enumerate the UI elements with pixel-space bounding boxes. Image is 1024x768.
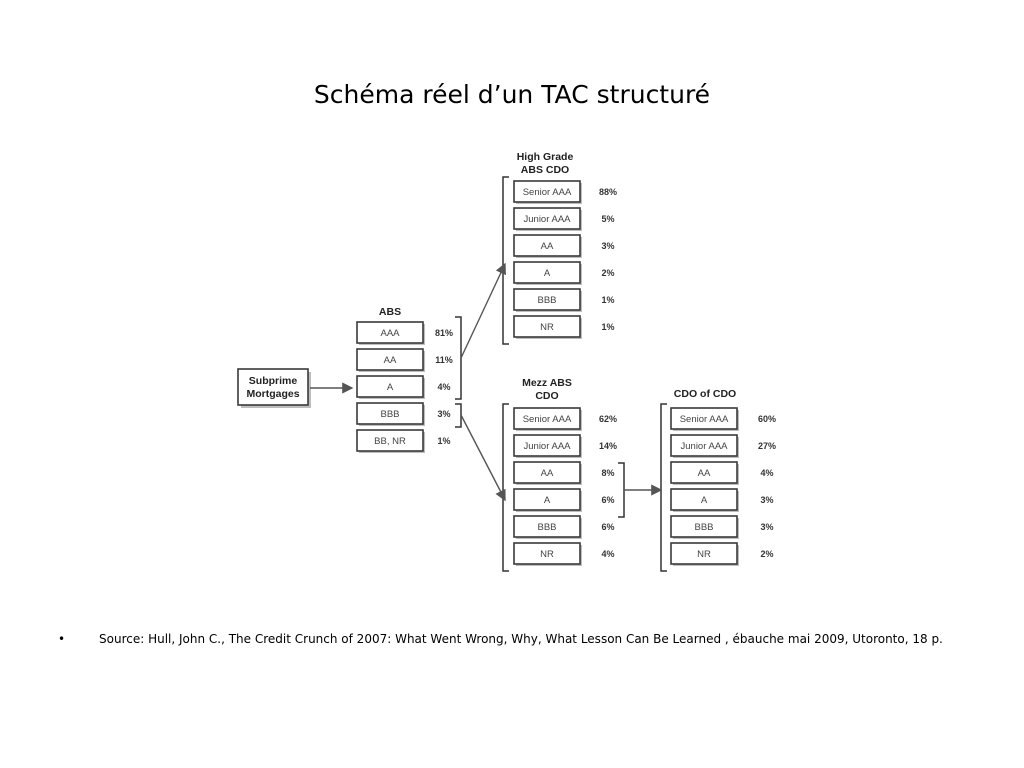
tranche-box xyxy=(356,402,424,425)
tranche-percent: 3% xyxy=(760,495,773,505)
tranche-box xyxy=(513,407,581,430)
tranche-box xyxy=(670,461,738,484)
tranche-label: NR xyxy=(697,549,711,560)
tranche-percent: 6% xyxy=(601,522,614,532)
tranche-percent: 2% xyxy=(601,268,614,278)
tranche-percent: 11% xyxy=(435,355,453,365)
tranche-box xyxy=(513,542,581,565)
tranche-percent: 3% xyxy=(601,241,614,251)
tranche-box xyxy=(513,434,581,457)
tranche-label: AA xyxy=(541,468,554,479)
tranche-percent: 81% xyxy=(435,328,453,338)
mezz-bracket xyxy=(502,403,509,572)
tranche-box xyxy=(356,375,424,398)
tranche-percent: 14% xyxy=(599,441,617,451)
tranche-label: AAA xyxy=(380,328,400,339)
tranche-percent: 62% xyxy=(599,414,617,424)
abs-bbb-bracket xyxy=(455,403,462,428)
tranche-percent: 4% xyxy=(437,382,450,392)
source-box xyxy=(237,368,309,406)
tranche-label: Senior AAA xyxy=(523,414,572,425)
tranche-label: BBB xyxy=(694,522,713,533)
tranche-box xyxy=(513,461,581,484)
tranche-label: A xyxy=(387,382,394,393)
tranche-box xyxy=(670,488,738,511)
tranche-percent: 8% xyxy=(601,468,614,478)
tranche-label: Junior AAA xyxy=(524,214,572,225)
tranche-percent: 6% xyxy=(601,495,614,505)
tranche-percent: 5% xyxy=(601,214,614,224)
tranche-box xyxy=(513,234,581,257)
abs-aaa-to-a-bracket xyxy=(455,316,462,400)
arrow-abs-to-high-grade xyxy=(460,262,506,359)
tranche-label: Senior AAA xyxy=(680,414,729,425)
group-heading: CDO xyxy=(535,390,558,402)
tranche-label: A xyxy=(544,495,551,506)
tranche-percent: 3% xyxy=(760,522,773,532)
group-heading: Mezz ABS xyxy=(522,377,572,389)
tranche-label: NR xyxy=(540,322,554,333)
tranche-box xyxy=(670,515,738,538)
tranche-label: A xyxy=(701,495,708,506)
tranche-box xyxy=(356,321,424,344)
tranche-box xyxy=(513,261,581,284)
tranche-percent: 1% xyxy=(437,436,450,446)
tranche-label: AA xyxy=(698,468,711,479)
source-box-label: Mortgages xyxy=(246,388,299,400)
tranche-label: A xyxy=(544,268,551,279)
tranche-group-abs: ABS AAA 81% AA 11% A 4% BBB 3% BB, NR 1% xyxy=(356,306,453,453)
tranche-box xyxy=(670,434,738,457)
tranche-percent: 3% xyxy=(437,409,450,419)
source-box-label: Subprime xyxy=(249,375,298,387)
tranche-box xyxy=(513,315,581,338)
tranche-box xyxy=(670,542,738,565)
tranche-box xyxy=(356,348,424,371)
tranche-percent: 4% xyxy=(601,549,614,559)
tranche-label: BB, NR xyxy=(374,436,406,447)
tranche-label: BBB xyxy=(537,522,556,533)
source-text: Source: Hull, John C., The Credit Crunch… xyxy=(99,632,943,646)
tranche-label: Junior AAA xyxy=(681,441,729,452)
tranche-percent: 2% xyxy=(760,549,773,559)
tranche-percent: 1% xyxy=(601,322,614,332)
tranche-box xyxy=(513,288,581,311)
high-grade-bracket xyxy=(502,176,509,345)
group-heading: ABS CDO xyxy=(521,164,569,176)
tranche-box xyxy=(513,207,581,230)
arrow-abs-to-mezz xyxy=(460,414,506,502)
tranche-box xyxy=(513,515,581,538)
tranche-label: BBB xyxy=(537,295,556,306)
group-heading: CDO of CDO xyxy=(674,388,736,400)
group-heading: ABS xyxy=(379,306,401,318)
cdo-squared-bracket xyxy=(660,403,667,572)
page-title: Schéma réel d’un TAC structuré xyxy=(313,80,711,109)
tranche-box xyxy=(356,429,424,452)
tranche-label: Senior AAA xyxy=(523,187,572,198)
tranche-box xyxy=(513,488,581,511)
bullet-icon: • xyxy=(58,632,66,646)
tranche-percent: 1% xyxy=(601,295,614,305)
tranche-percent: 27% xyxy=(758,441,776,451)
tranche-label: AA xyxy=(384,355,397,366)
tranche-label: Junior AAA xyxy=(524,441,572,452)
tranche-percent: 4% xyxy=(760,468,773,478)
tranche-box xyxy=(670,407,738,430)
tranche-percent: 88% xyxy=(599,187,617,197)
tranche-percent: 60% xyxy=(758,414,776,424)
tranche-label: AA xyxy=(541,241,554,252)
tranche-label: BBB xyxy=(380,409,399,420)
mezz-aa-a-bracket xyxy=(618,462,625,518)
tranche-label: NR xyxy=(540,549,554,560)
group-heading: High Grade xyxy=(517,151,574,163)
tranche-box xyxy=(513,180,581,203)
tranche-group-cdo-squared: CDO of CDO Senior AAA 60% Junior AAA 27% AA 4%… xyxy=(670,388,776,566)
